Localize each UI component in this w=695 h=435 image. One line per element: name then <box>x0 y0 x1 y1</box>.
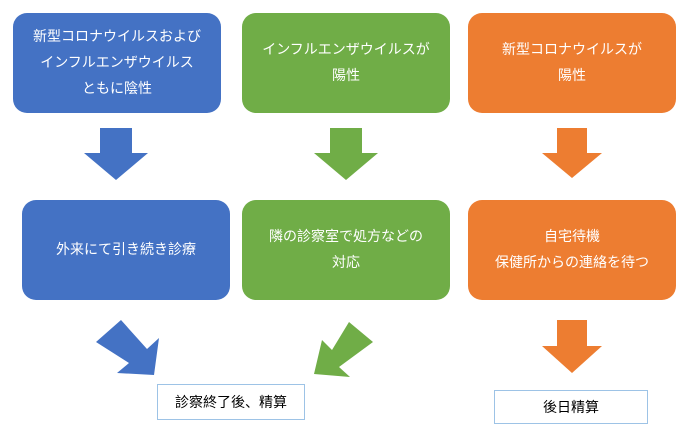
home-isolation-box: 自宅待機 保健所からの連絡を待つ <box>468 200 676 300</box>
box-line: 新型コロナウイルスおよび <box>33 29 201 45</box>
box-line: 保健所からの連絡を待つ <box>495 255 649 271</box>
box-line: インフルエンザウイルスが <box>262 42 430 58</box>
down-arrow-orange-2 <box>542 320 602 373</box>
box-line: インフルエンザウイルス <box>40 55 194 71</box>
settle-after-exam-box: 診察終了後、精算 <box>157 384 305 420</box>
diagonal-arrow-green <box>314 322 373 377</box>
result-label: 後日精算 <box>543 400 599 416</box>
down-arrow-green <box>314 128 378 180</box>
box-line: 陽性 <box>332 68 360 84</box>
covid-positive-box: 新型コロナウイルスが 陽性 <box>468 13 676 113</box>
diagonal-arrow-blue <box>96 320 159 375</box>
down-arrow-orange <box>542 128 602 178</box>
result-label: 診察終了後、精算 <box>175 395 287 411</box>
both-negative-box: 新型コロナウイルスおよび インフルエンザウイルス ともに陰性 <box>13 13 221 113</box>
influenza-positive-box: インフルエンザウイルスが 陽性 <box>242 13 450 113</box>
box-line: ともに陰性 <box>82 81 152 97</box>
continue-outpatient-box: 外来にて引き続き診療 <box>22 200 230 300</box>
box-line: 隣の診察室で処方などの <box>269 229 423 245</box>
box-line: 外来にて引き続き診療 <box>56 242 196 258</box>
box-line: 対応 <box>332 255 360 271</box>
down-arrow-blue <box>84 128 148 180</box>
adjacent-room-box: 隣の診察室で処方などの 対応 <box>242 200 450 300</box>
box-line: 新型コロナウイルスが <box>502 42 642 58</box>
settle-later-box: 後日精算 <box>494 390 648 424</box>
box-line: 自宅待機 <box>544 229 600 245</box>
box-line: 陽性 <box>558 68 586 84</box>
